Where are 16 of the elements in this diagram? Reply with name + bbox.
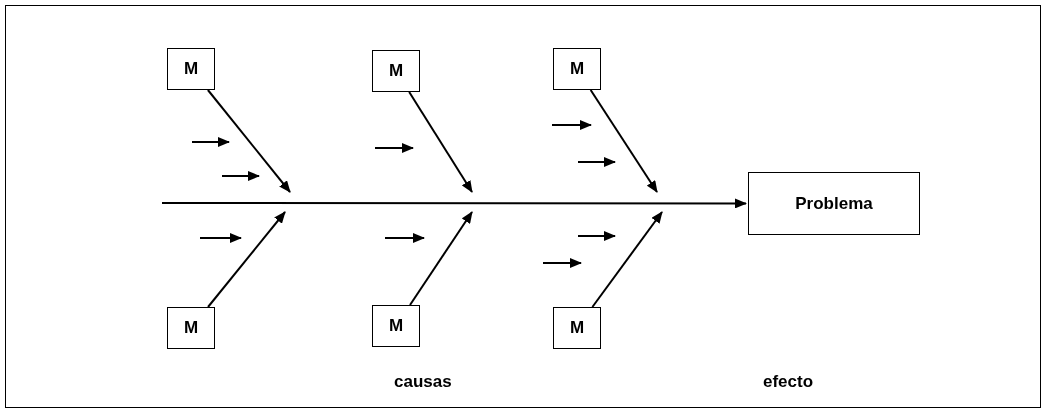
spine-arrow	[161, 198, 747, 209]
cause-box: M	[372, 50, 420, 92]
cause-box: M	[553, 307, 601, 349]
cause-arrow	[591, 211, 663, 308]
cause-arrow	[589, 89, 658, 193]
effect-box: Problema	[748, 172, 920, 235]
caption-label: efecto	[763, 372, 814, 392]
cause-arrow	[409, 211, 473, 306]
cause-box: M	[167, 48, 215, 90]
cause-arrow	[408, 91, 473, 193]
cause-box: M	[372, 305, 420, 347]
caption-label: causas	[394, 372, 452, 392]
cause-arrow	[207, 211, 286, 308]
cause-box: M	[167, 307, 215, 349]
cause-arrow	[206, 89, 291, 193]
cause-box: M	[553, 48, 601, 90]
